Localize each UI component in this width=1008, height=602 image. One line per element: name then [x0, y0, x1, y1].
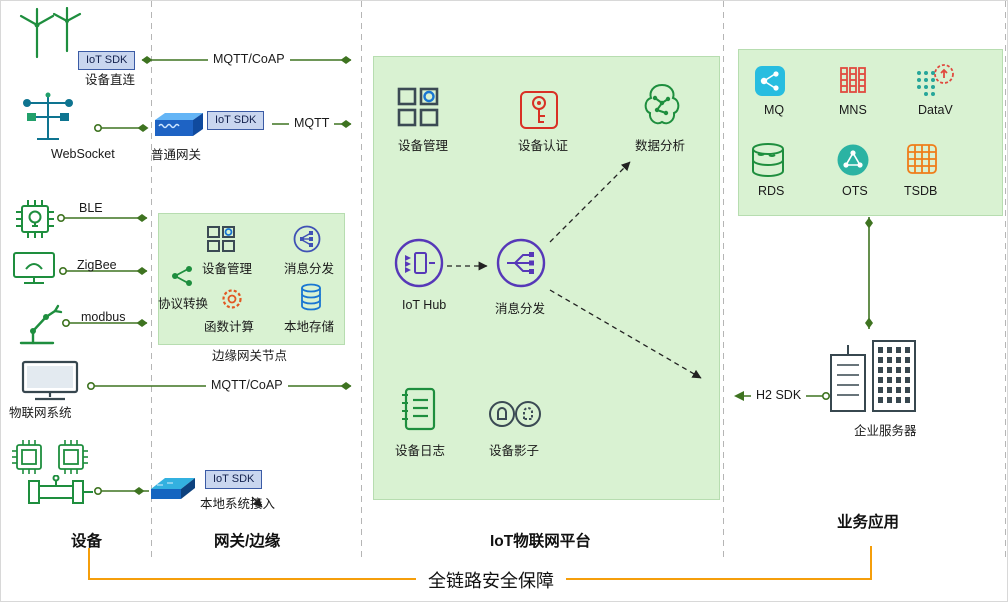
- device-shadow-label: 设备影子: [489, 444, 540, 458]
- mq-label: MQ: [764, 103, 785, 117]
- zigbee-device-icon: [11, 249, 57, 287]
- device-log-notebook-icon: [396, 385, 440, 433]
- iot-sdk-badge-gateway: IoT SDK: [207, 111, 265, 130]
- data-analysis-label: 数据分析: [635, 139, 686, 153]
- mns-icon: [838, 65, 868, 95]
- edge-msg-dispatch-icon: [293, 225, 321, 253]
- datav-label: DataV: [918, 103, 953, 117]
- mqtt-coap-top-label: MQTT/CoAP: [208, 52, 290, 66]
- device-shadow-icon: [488, 399, 542, 429]
- tsdb-icon: [906, 143, 938, 175]
- h2-sdk-label: H2 SDK: [751, 388, 807, 402]
- mqtt-coap-mid-label: MQTT/CoAP: [206, 378, 288, 392]
- platform-msg-dispatch-icon: [495, 237, 547, 289]
- device-auth-label: 设备认证: [518, 139, 569, 153]
- enterprise-buildings-icon: [825, 337, 921, 415]
- rds-label: RDS: [758, 184, 785, 198]
- iot-hub-label: IoT Hub: [402, 298, 447, 312]
- data-analysis-brain-icon: [637, 81, 687, 131]
- column-gateway-edge: 网关/边缘: [214, 533, 281, 550]
- protocol-convert-label: 协议转换: [158, 297, 209, 311]
- rds-icon: [749, 141, 787, 179]
- edge-gateway-panel: [158, 213, 345, 345]
- iot-hub-icon: [393, 237, 445, 289]
- modbus-robot-arm-icon: [13, 297, 63, 347]
- ble-label: BLE: [79, 201, 103, 215]
- device-log-label: 设备日志: [395, 444, 446, 458]
- modbus-label: modbus: [81, 310, 126, 324]
- full-link-security-label: 全链路安全保障: [416, 567, 566, 593]
- mns-label: MNS: [839, 103, 867, 117]
- local-switch-icon: [147, 473, 199, 505]
- iot-sdk-badge-device: IoT SDK: [78, 51, 136, 70]
- column-iot-platform: IoT物联网平台: [490, 533, 591, 550]
- tsdb-label: TSDB: [904, 184, 938, 198]
- local-storage-label: 本地存储: [284, 320, 335, 334]
- iot-sdk-badge-local: IoT SDK: [205, 470, 263, 489]
- column-business-app: 业务应用: [837, 514, 900, 531]
- function-compute-label: 函数计算: [204, 320, 255, 334]
- iot-platform-panel: [373, 56, 720, 500]
- device-auth-key-icon: [518, 89, 560, 131]
- computer-icon: [17, 359, 83, 403]
- edge-node-title: 边缘网关节点: [212, 349, 288, 363]
- industrial-pipe-icon: [27, 475, 95, 507]
- ots-label: OTS: [842, 184, 868, 198]
- ots-icon: [836, 143, 870, 177]
- platform-msg-dispatch-label: 消息分发: [495, 302, 546, 316]
- wind-turbine-icon: [13, 7, 83, 59]
- zigbee-label: ZigBee: [77, 258, 117, 272]
- edge-msg-dispatch-label: 消息分发: [284, 262, 335, 276]
- weather-station-icon: [19, 91, 77, 143]
- enterprise-server-label: 企业服务器: [854, 424, 917, 438]
- normal-gateway-icon: [149, 111, 205, 141]
- protocol-convert-icon: [169, 263, 195, 289]
- normal-gateway-label: 普通网关: [151, 148, 202, 162]
- datav-icon: [913, 61, 955, 99]
- column-devices: 设备: [71, 533, 103, 550]
- mqtt-label: MQTT: [289, 116, 335, 130]
- ble-chip-icon: [13, 197, 57, 241]
- edge-device-mgmt-icon: [206, 225, 236, 253]
- iot-system-label: 物联网系统: [9, 406, 72, 420]
- platform-device-mgmt-label: 设备管理: [398, 139, 449, 153]
- local-access-label: 本地系统接入: [200, 497, 276, 511]
- local-storage-icon: [299, 283, 323, 311]
- mq-icon: [754, 65, 786, 97]
- edge-device-mgmt-label: 设备管理: [202, 262, 253, 276]
- function-compute-icon: [219, 286, 245, 312]
- websocket-label: WebSocket: [51, 147, 115, 161]
- platform-device-mgmt-icon: [395, 85, 441, 129]
- chips-icon: [9, 437, 93, 477]
- device-direct-label: 设备直连: [85, 73, 136, 87]
